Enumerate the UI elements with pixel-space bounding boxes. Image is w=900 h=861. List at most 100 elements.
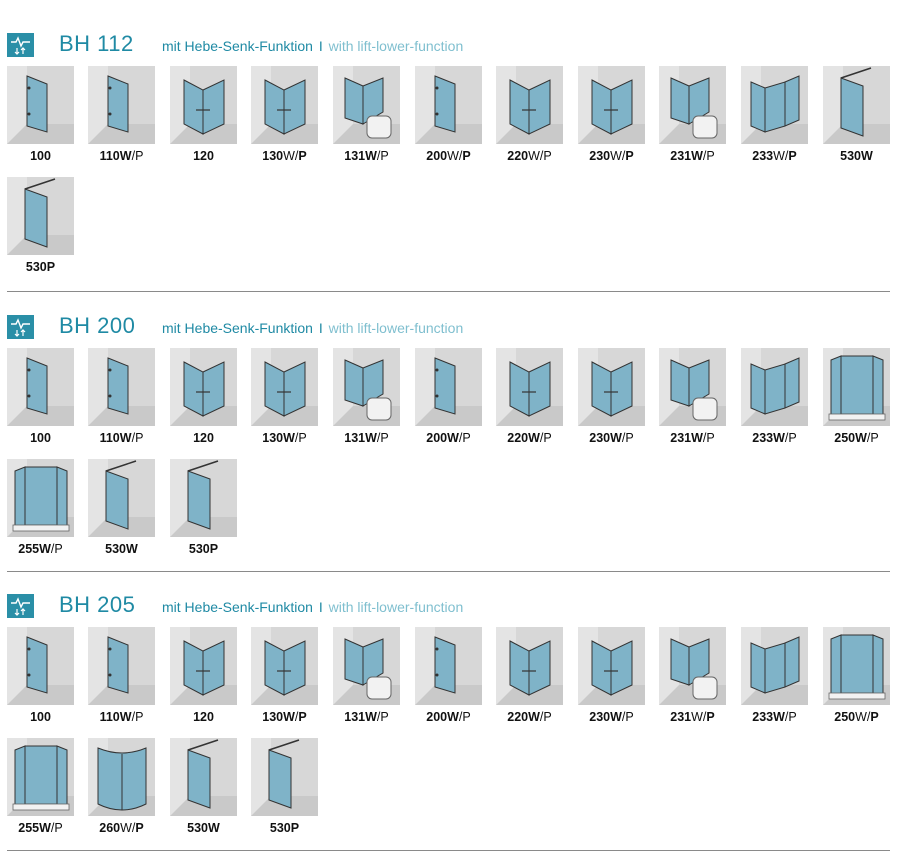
model-label-w: W (861, 149, 873, 163)
product-item: 250W/P (823, 627, 890, 727)
section-divider (7, 291, 890, 292)
shower-enclosure-drawing (741, 627, 808, 705)
model-label: 131W/P (327, 710, 406, 724)
model-label-w: W (773, 710, 785, 724)
model-label-num: 231 (670, 149, 692, 163)
model-label: 130W/P (245, 431, 324, 445)
model-label-num: 220 (507, 149, 529, 163)
model-label-p: P (135, 149, 144, 163)
model-label-num: 100 (30, 431, 51, 445)
product-item: 233W/P (741, 348, 808, 448)
model-label-p: P (290, 821, 300, 835)
model-label: 250W/P (817, 431, 896, 445)
model-label-num: 530 (105, 542, 127, 556)
series-title: BH 112 (59, 31, 134, 56)
shower-enclosure-drawing (333, 66, 400, 144)
model-label-num: 131 (344, 710, 366, 724)
model-label-num: 200 (426, 149, 448, 163)
model-label-sep: / (621, 431, 626, 445)
model-label-num: 530 (188, 542, 210, 556)
model-label-num: 130 (262, 710, 284, 724)
model-label-sep: / (784, 710, 789, 724)
model-label-num: 110 (99, 149, 120, 163)
model-label: 530P (1, 260, 80, 274)
model-label-p: P (870, 710, 879, 724)
model-label-sep: / (866, 710, 871, 724)
model-label: 530W (817, 149, 896, 163)
model-label: 131W/P (327, 149, 406, 163)
shower-enclosure-drawing (251, 348, 318, 426)
model-label-w: W (610, 431, 622, 445)
model-label-w: W (39, 821, 51, 835)
product-item: 530P (251, 738, 318, 838)
model-label: 100 (1, 149, 80, 163)
model-label-w: W (855, 431, 867, 445)
model-label-sep: / (376, 710, 381, 724)
model-label-num: 233 (752, 431, 774, 445)
model-label: 230W/P (572, 431, 651, 445)
model-label-sep: / (784, 149, 789, 163)
model-label-p: P (54, 821, 63, 835)
model-label-sep: / (131, 821, 136, 835)
product-item: 230W/P (578, 66, 645, 166)
model-label-num: 110 (99, 710, 120, 724)
shower-enclosure-drawing (7, 177, 74, 255)
product-item: 231W/P (659, 627, 726, 727)
model-label-sep: / (539, 149, 544, 163)
model-label-p: P (706, 431, 715, 445)
model-label-num: 100 (30, 149, 51, 163)
series-subtitle: mit Hebe-Senk-Funktion I with lift-lower… (162, 37, 463, 55)
product-item: 230W/P (578, 348, 645, 448)
model-label-num: 120 (193, 710, 214, 724)
model-label-p: P (543, 149, 552, 163)
subtitle-en: with lift-lower-function (328, 599, 464, 615)
model-label-w: W (691, 431, 703, 445)
model-label-p: P (625, 710, 634, 724)
model-label: 100 (1, 431, 80, 445)
product-item: 530W (823, 66, 890, 166)
model-label-w: W (119, 710, 132, 724)
shower-enclosure-drawing (415, 348, 482, 426)
model-label-p: P (788, 149, 797, 163)
model-label-p: P (54, 542, 63, 556)
product-item: 120 (170, 66, 237, 166)
model-label: 110W/P (82, 431, 161, 445)
model-label-w: W (365, 149, 377, 163)
shower-enclosure-drawing (170, 627, 237, 705)
product-item: 100 (7, 66, 74, 166)
product-item: 120 (170, 627, 237, 727)
shower-enclosure-drawing (251, 627, 318, 705)
product-item: 200W/P (415, 627, 482, 727)
model-label-p: P (135, 431, 144, 445)
shower-enclosure-drawing (659, 348, 726, 426)
product-item: 220W/P (496, 348, 563, 448)
model-label: 530P (245, 821, 324, 835)
shower-enclosure-drawing (7, 627, 74, 705)
model-label-num: 233 (752, 149, 774, 163)
model-label-sep: / (621, 710, 626, 724)
model-label: 233W/P (735, 431, 814, 445)
model-label-w: W (283, 149, 295, 163)
product-item: 260W/P (88, 738, 155, 838)
shower-enclosure-drawing (333, 627, 400, 705)
shower-enclosure-drawing (170, 459, 237, 537)
model-label: 120 (164, 431, 243, 445)
subtitle-de: mit Hebe-Senk-Funktion (162, 599, 313, 615)
product-item: 100 (7, 348, 74, 448)
model-label-num: 130 (262, 149, 284, 163)
model-label-p: P (135, 710, 144, 724)
model-label: 250W/P (817, 710, 896, 724)
subtitle-de: mit Hebe-Senk-Funktion (162, 320, 313, 336)
model-label: 110W/P (82, 149, 161, 163)
model-label-w: W (208, 821, 220, 835)
product-item: 530W (170, 738, 237, 838)
model-label-w: W (528, 710, 540, 724)
shower-enclosure-drawing (415, 66, 482, 144)
model-label-sep: / (458, 431, 463, 445)
shower-enclosure-drawing (7, 66, 74, 144)
model-label-sep: / (539, 710, 544, 724)
shower-enclosure-drawing (251, 66, 318, 144)
model-label: 110W/P (82, 710, 161, 724)
model-label-p: P (462, 149, 471, 163)
series-subtitle: mit Hebe-Senk-Funktion I with lift-lower… (162, 319, 463, 337)
